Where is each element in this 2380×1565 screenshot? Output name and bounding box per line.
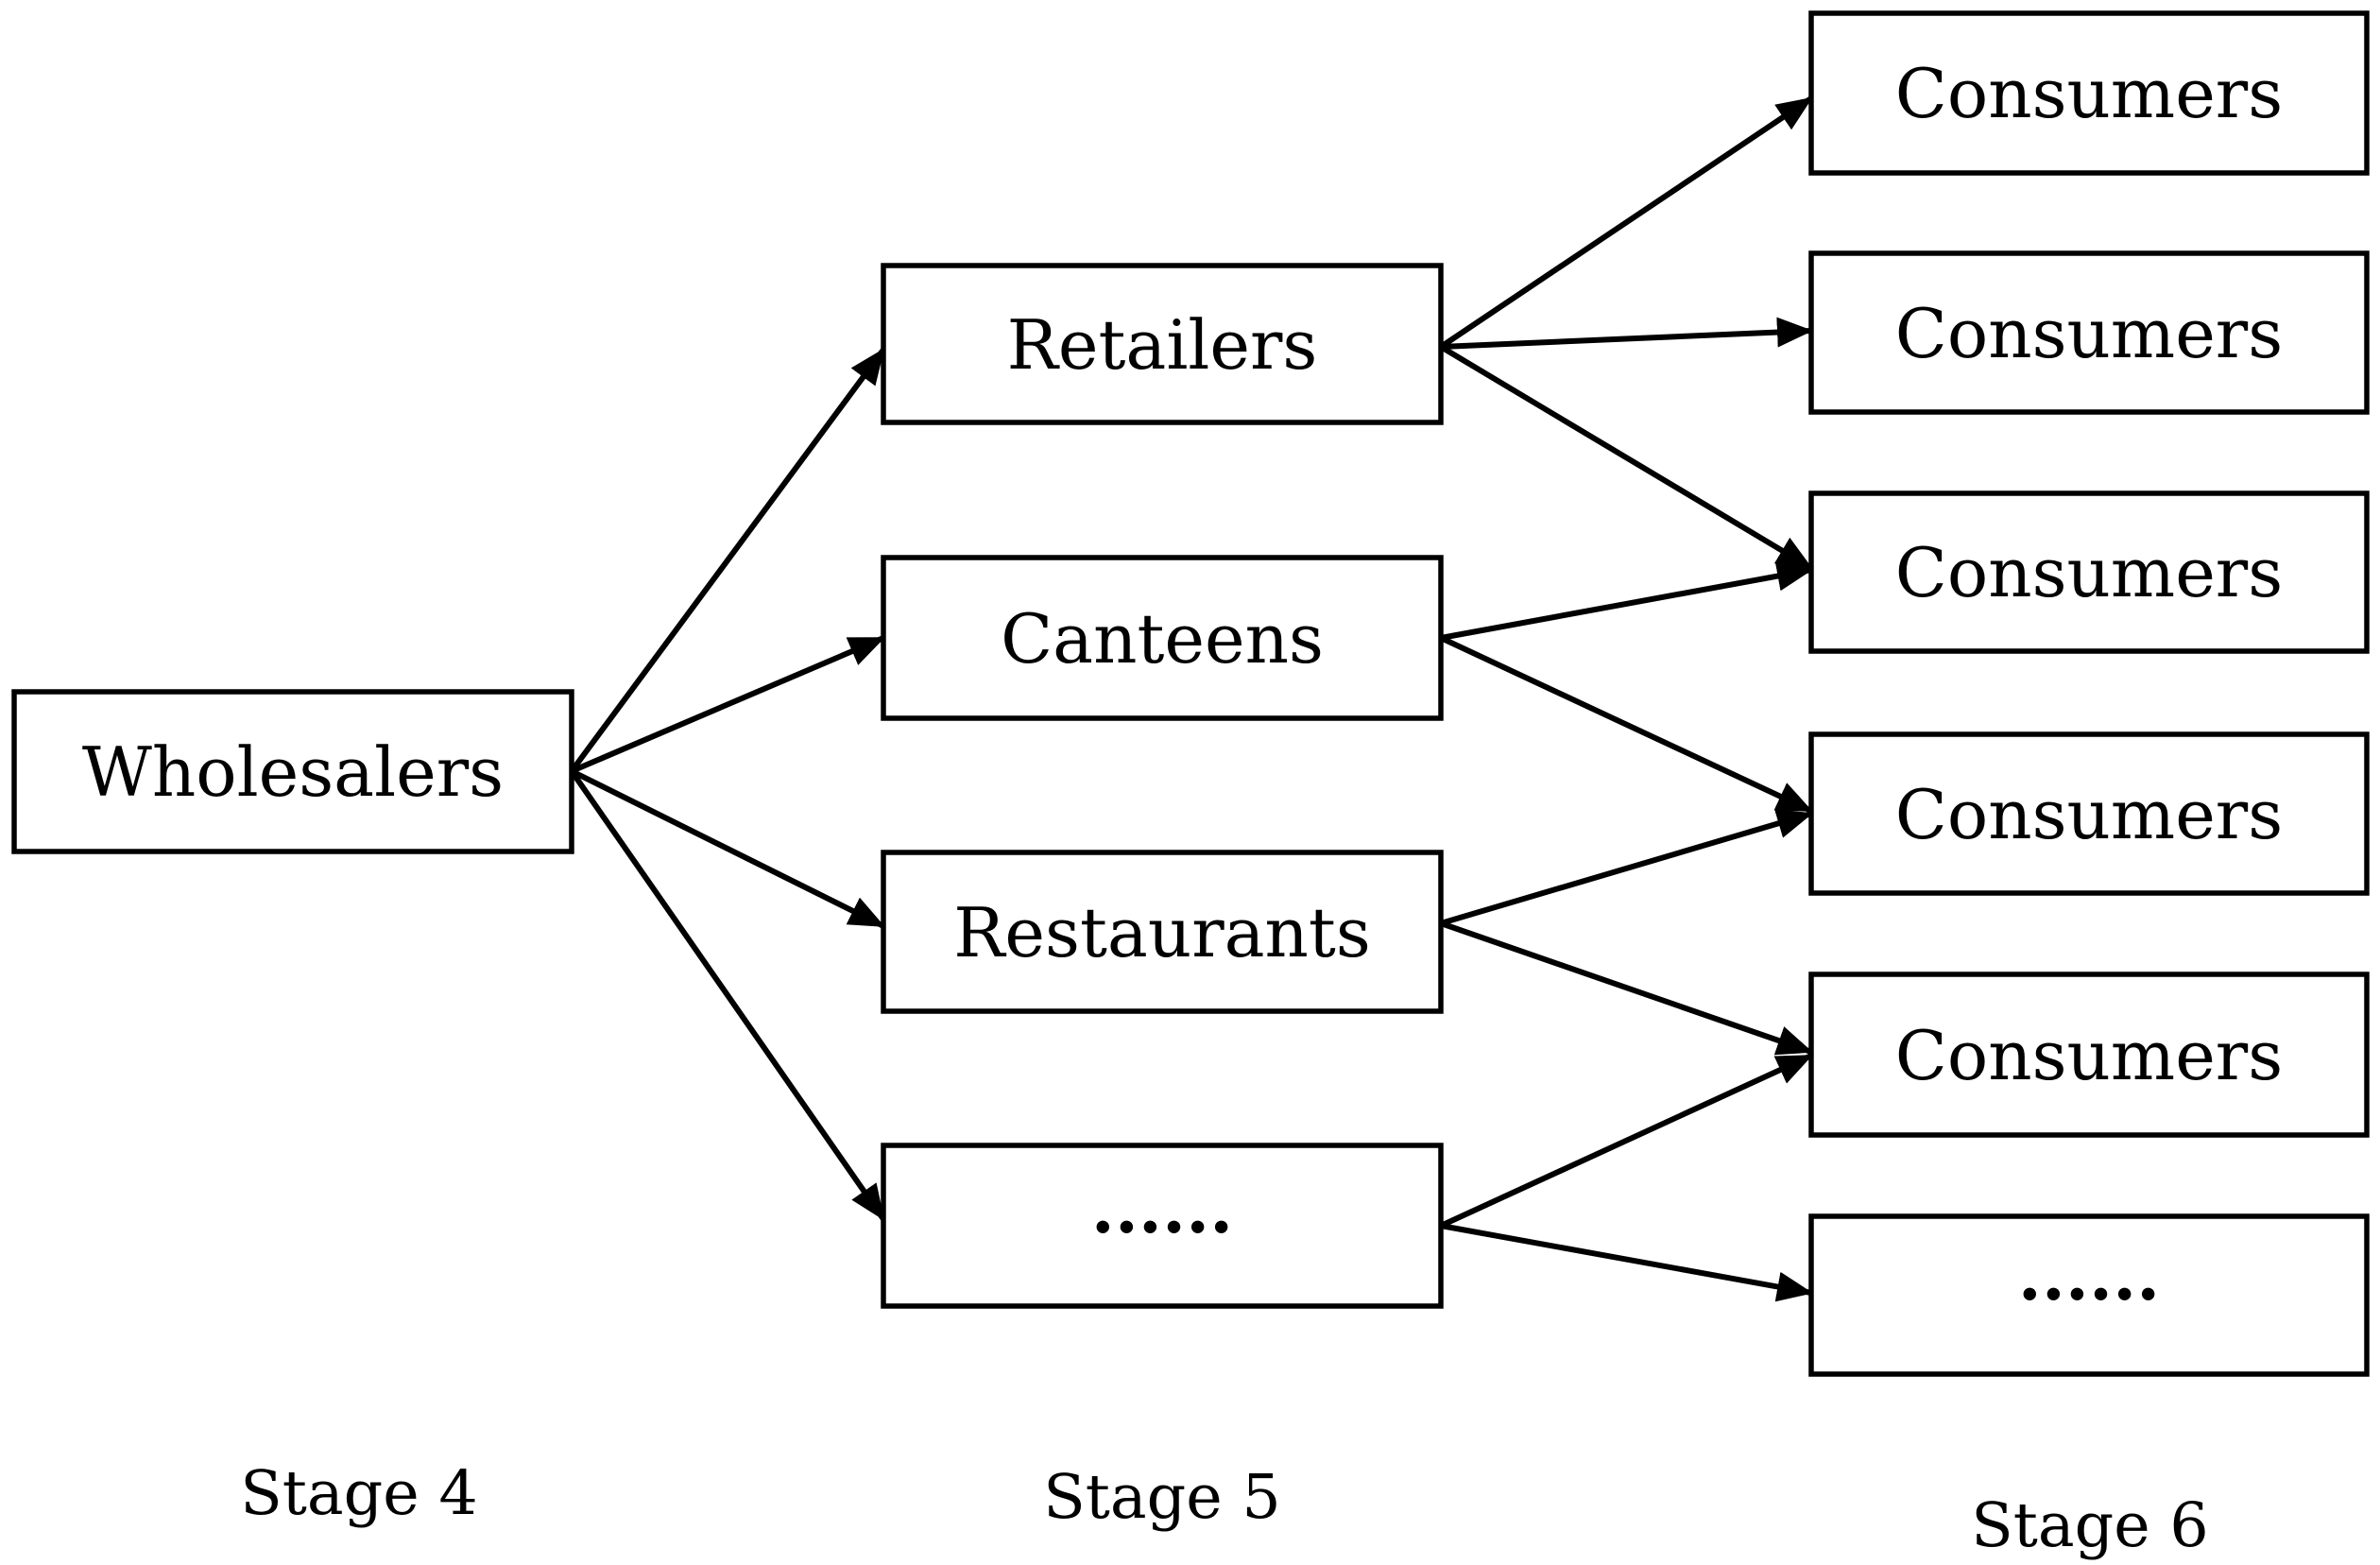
- arrow-canteens-consumers-4: [1439, 635, 1813, 814]
- consumers-4-box: [1808, 731, 2370, 896]
- consumers-2-label: Consumers: [1895, 294, 2283, 373]
- canteens-label: Canteens: [1001, 599, 1324, 679]
- consumers-5-label: Consumers: [1895, 1016, 2283, 1095]
- others-stage5-label: ......: [1091, 1168, 1233, 1248]
- arrow-wholesalers-others: [569, 769, 886, 1221]
- arrow-wholesalers-restaurants: [570, 768, 885, 929]
- consumers-1-label: Consumers: [1895, 54, 2283, 133]
- node-consumers-1: Consumers: [1808, 10, 2370, 176]
- canteens-box: [881, 555, 1444, 721]
- wholesalers-box: [11, 689, 574, 854]
- arrow-wholesalers-canteens: [570, 635, 885, 774]
- node-consumers-3: Consumers: [1808, 490, 2370, 654]
- node-others-stage5: ......: [881, 1143, 1444, 1309]
- node-wholesalers: Wholesalers: [11, 689, 574, 854]
- restaurants-label: Restaurants: [953, 893, 1371, 972]
- arrow-retailers-consumers-1: [1439, 95, 1813, 350]
- retailers-label: Retailers: [1007, 305, 1318, 385]
- consumers-4-label: Consumers: [1895, 775, 2283, 854]
- arrow-wholesalers-retailers: [569, 348, 886, 773]
- consumers-2-box: [1808, 250, 2370, 415]
- node-consumers-4: Consumers: [1808, 731, 2370, 896]
- arrow-others-others: [1440, 1223, 1813, 1302]
- arrow-retailers-consumers-3: [1439, 344, 1813, 571]
- consumers-3-label: Consumers: [1895, 533, 2283, 612]
- others-stage6-box: [1808, 1213, 2370, 1377]
- node-consumers-5: Consumers: [1808, 972, 2370, 1138]
- node-retailers: Retailers: [881, 263, 1444, 425]
- retailers-box: [881, 263, 1444, 425]
- consumers-1-box: [1808, 10, 2370, 176]
- wholesalers-label: Wholesalers: [82, 732, 504, 812]
- others-stage6-label: ......: [2018, 1235, 2160, 1316]
- stage-4-caption: Stage 4: [240, 1458, 478, 1529]
- consumers-5-box: [1808, 972, 2370, 1138]
- arrow-retailers-consumers-2: [1440, 317, 1813, 350]
- node-restaurants: Restaurants: [881, 850, 1444, 1014]
- arrow-others-consumers-5: [1439, 1053, 1813, 1229]
- node-others-stage6: ......: [1808, 1213, 2370, 1377]
- node-consumers-2: Consumers: [1808, 250, 2370, 415]
- arrow-restaurants-consumers-5: [1440, 920, 1813, 1056]
- arrow-restaurants-consumers-4: [1440, 808, 1813, 926]
- edge-group: [569, 95, 1813, 1302]
- node-canteens: Canteens: [881, 555, 1444, 721]
- arrow-canteens-consumers-3: [1440, 560, 1813, 641]
- stage-5-caption: Stage 5: [1043, 1462, 1281, 1533]
- stage-6-caption: Stage 6: [1971, 1490, 2209, 1561]
- consumers-3-box: [1808, 490, 2370, 654]
- others-stage5-box: [881, 1143, 1444, 1309]
- restaurants-box: [881, 850, 1444, 1014]
